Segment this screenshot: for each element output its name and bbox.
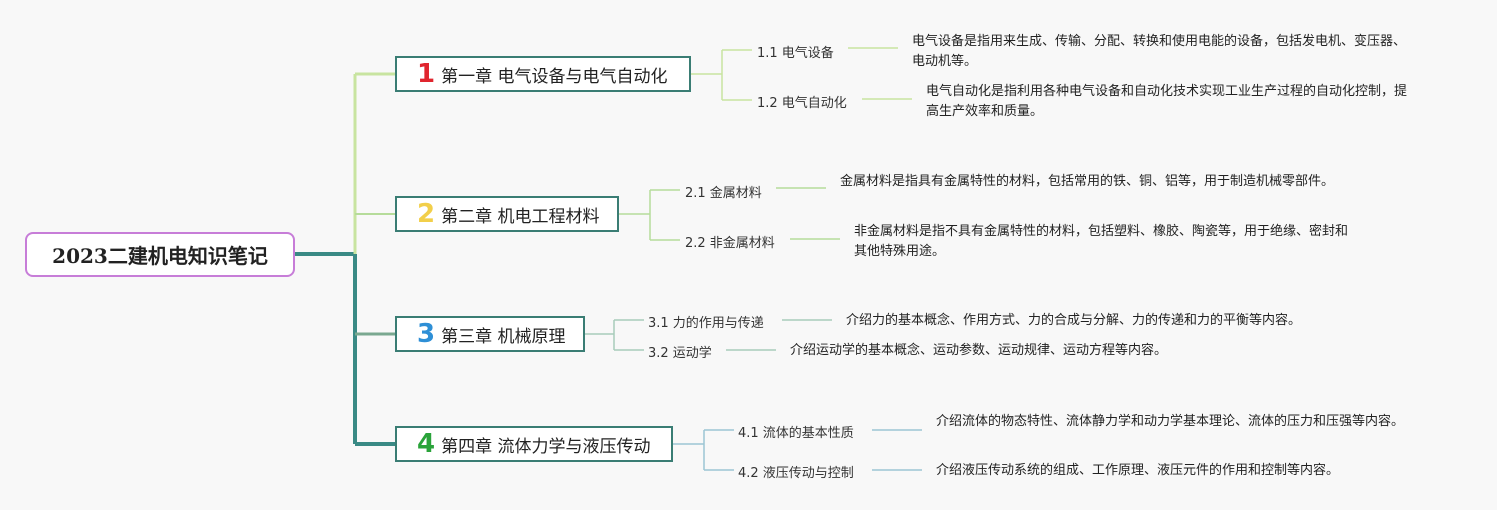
section-desc-1-2: 电气自动化是指利用各种电气设备和自动化技术实现工业生产过程的自动化控制，提高生产… [926,84,1408,119]
section-2-1[interactable]: 2.1 金属材料 [685,186,762,201]
section-desc-3-1: 介绍力的基本概念、作用方式、力的合成与分解、力的传递和力的平衡等内容。 [846,313,1302,328]
section-1-2[interactable]: 1.2 电气自动化 [757,96,847,111]
chapter-node-2[interactable]: 2 第二章 机电工程材料 [395,196,619,232]
section-desc-2-1: 金属材料是指具有金属特性的材料，包括常用的铁、铜、铝等，用于制造机械零部件。 [840,174,1335,189]
ch3-hub [584,320,615,350]
chapter-number-4: 4 [417,429,436,459]
section-1-1[interactable]: 1.1 电气设备 [757,46,834,61]
root-title: 2023二建机电知识笔记 [52,244,268,268]
chapter-number-1: 1 [417,59,436,89]
section-3-1[interactable]: 3.1 力的作用与传递 [648,316,764,331]
ch2-hub [618,190,651,240]
chapter-number-2: 2 [417,199,436,229]
chapter-node-4[interactable]: 4 第四章 流体力学与液压传动 [395,426,673,462]
section-4-2[interactable]: 4.2 液压传动与控制 [738,466,854,481]
ch1-hub [690,50,723,100]
section-desc-3-2: 介绍运动学的基本概念、运动参数、运动规律、运动方程等内容。 [790,343,1168,358]
chapter-title-2: 第二章 机电工程材料 [441,206,600,227]
ch4-hub [672,430,705,470]
section-desc-1-1: 电气设备是指用来生成、传输、分配、转换和使用电能的设备，包括发电机、变压器、电动… [912,34,1407,69]
chapter-title-4: 第四章 流体力学与液压传动 [441,436,651,457]
root-node[interactable]: 2023二建机电知识笔记 [25,232,295,277]
chapter-number-3: 3 [417,319,436,349]
section-desc-4-2: 介绍液压传动系统的组成、工作原理、液压元件的作用和控制等内容。 [936,463,1340,478]
section-desc-4-1: 介绍流体的物态特性、流体静力学和动力学基本理论、流体的压力和压强等内容。 [936,414,1405,429]
section-4-1[interactable]: 4.1 流体的基本性质 [738,426,854,441]
section-2-2[interactable]: 2.2 非金属材料 [685,236,775,251]
chapter-node-3[interactable]: 3 第三章 机械原理 [395,316,585,352]
chapter-title-1: 第一章 电气设备与电气自动化 [441,66,668,87]
chapter-node-1[interactable]: 1 第一章 电气设备与电气自动化 [395,56,691,92]
section-desc-2-2: 非金属材料是指不具有金属特性的材料，包括塑料、橡胶、陶瓷等，用于绝缘、密封和其他… [854,224,1349,259]
chapter-title-3: 第三章 机械原理 [441,326,566,347]
section-3-2[interactable]: 3.2 运动学 [648,346,712,361]
